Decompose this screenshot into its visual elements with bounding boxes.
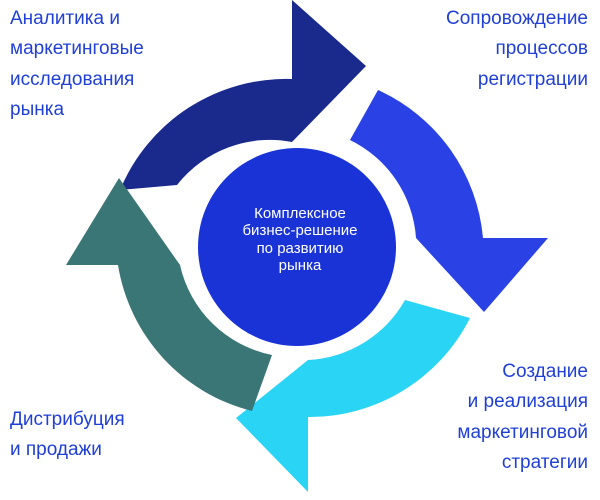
stage-label-line: Дистрибуция <box>10 409 125 430</box>
stage-label-line: рынка <box>10 99 65 121</box>
stage-label-line: маркетинговые <box>10 38 144 60</box>
stage-label-line: Создание <box>502 361 588 382</box>
stage-label-line: исследования <box>10 68 135 90</box>
stage-label-line: и реализация <box>467 391 588 413</box>
arrow-analytics <box>120 0 366 190</box>
center-label-line: рынка <box>278 256 322 274</box>
arrow-registration <box>350 90 548 312</box>
center-circle <box>198 148 396 346</box>
center-label-line: Комплексное <box>254 205 346 222</box>
stage-label-line: Сопровождение <box>446 8 588 29</box>
stage-label-strategy: Создание и реализация маркетинговой стра… <box>457 357 588 479</box>
arrow-strategy <box>236 300 470 492</box>
stage-label-line: Аналитика и <box>10 8 120 29</box>
stage-label-distribution: Дистрибуция и продажи <box>10 405 125 466</box>
stage-label-analytics: Аналитика и маркетинговые исследования р… <box>10 4 144 126</box>
stage-label-line: и продажи <box>10 439 102 461</box>
stage-label-registration: Сопровождение процессов регистрации <box>446 4 588 95</box>
center-label: Комплексное бизнес-решение по развитию р… <box>200 205 400 274</box>
stage-label-line: регистрации <box>477 68 588 90</box>
stage-label-line: процессов <box>495 38 588 60</box>
center-label-line: бизнес-решение <box>242 222 358 240</box>
center-label-line: по развитию <box>256 239 344 257</box>
stage-label-line: маркетинговой <box>457 421 588 443</box>
arrow-distribution <box>66 178 272 411</box>
stage-label-line: стратегии <box>501 452 588 474</box>
